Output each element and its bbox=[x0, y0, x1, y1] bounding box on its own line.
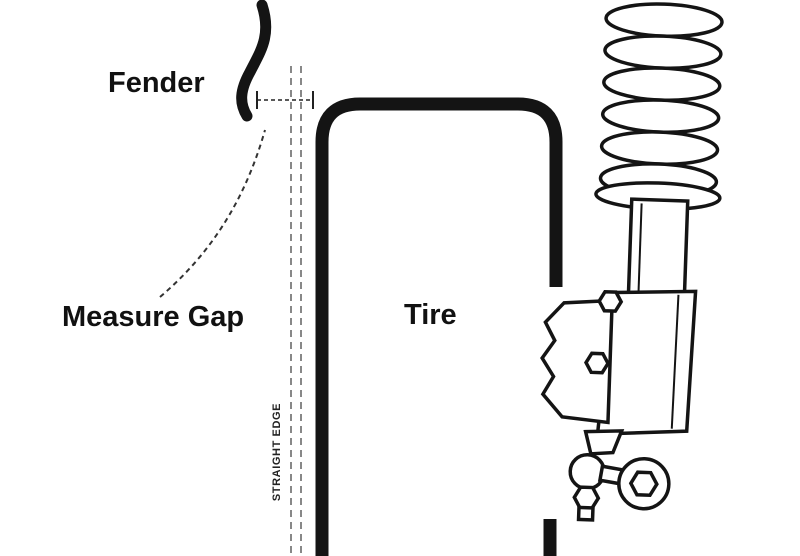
gap-dimension-marks bbox=[256, 91, 314, 109]
bolt-hex-upper bbox=[597, 289, 624, 313]
straight-edge-label: STRAIGHT EDGE bbox=[271, 402, 283, 502]
strut-body bbox=[626, 197, 690, 301]
measure-gap-leader bbox=[159, 129, 266, 298]
eye-hex-nut bbox=[628, 470, 659, 498]
fender-label: Fender bbox=[108, 67, 205, 99]
fender-line bbox=[236, 0, 272, 122]
coil-spring bbox=[598, 2, 724, 198]
knuckle-bracket bbox=[540, 289, 698, 436]
strut-assembly bbox=[540, 2, 724, 522]
tire-label: Tire bbox=[404, 299, 457, 331]
tire-outline bbox=[315, 97, 563, 556]
measure-gap-label: Measure Gap bbox=[62, 301, 245, 333]
straight-edge-lines bbox=[290, 66, 302, 556]
bolt-hex-lower bbox=[584, 351, 611, 375]
end-link-eye bbox=[597, 456, 671, 511]
ball-joint bbox=[568, 429, 625, 522]
ball-joint-nut bbox=[572, 485, 601, 511]
